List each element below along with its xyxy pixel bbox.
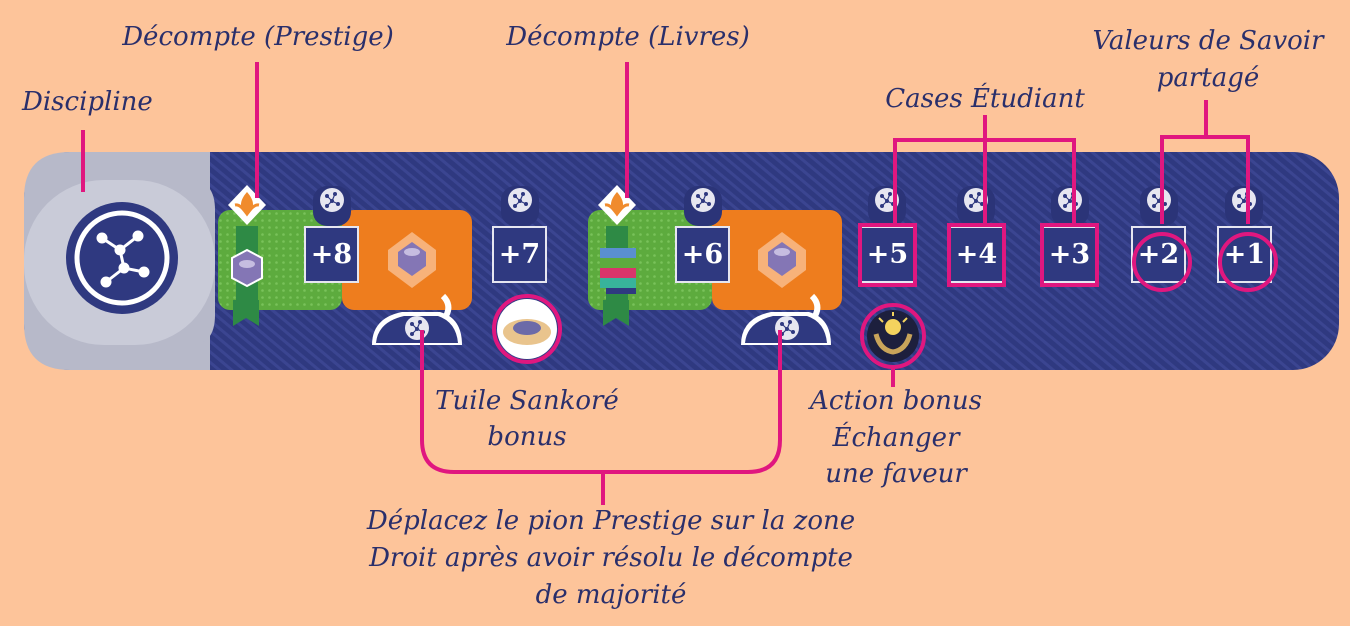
label-tuile-1: Tuile Sankoré bbox=[435, 386, 619, 416]
star-map-icon bbox=[501, 186, 539, 226]
label-deplacez-2: Droit après avoir résolu le décompte bbox=[369, 543, 853, 573]
value-box-8 bbox=[304, 226, 359, 283]
value-label-6: +6 bbox=[681, 239, 724, 270]
tile-icon bbox=[758, 232, 806, 288]
tile-icon bbox=[231, 248, 263, 288]
label-cases-etudiant: Cases Étudiant bbox=[885, 84, 1085, 114]
hands-light-icon bbox=[867, 310, 919, 362]
value-box-4 bbox=[949, 226, 1004, 283]
tile-icon bbox=[388, 232, 436, 288]
value-label-7: +7 bbox=[498, 239, 541, 270]
value-box-6 bbox=[675, 226, 730, 283]
star-map-icon bbox=[313, 186, 351, 226]
tile-icon bbox=[497, 299, 557, 359]
label-discipline: Discipline bbox=[22, 87, 153, 117]
label-action-3: une faveur bbox=[825, 459, 967, 489]
label-decompte-prestige: Décompte (Prestige) bbox=[122, 22, 394, 52]
callout-lines bbox=[81, 62, 1278, 505]
value-label-8: +8 bbox=[310, 239, 353, 270]
star-map-icon bbox=[957, 186, 995, 226]
star-map-icon bbox=[1140, 186, 1178, 226]
label-action-1: Action bonus bbox=[810, 386, 982, 416]
value-label-2: +2 bbox=[1137, 239, 1180, 270]
star-map-icon bbox=[684, 186, 722, 226]
label-tuile-2: bonus bbox=[487, 422, 567, 452]
value-label-5: +5 bbox=[866, 239, 909, 270]
star-map-icon bbox=[1225, 186, 1263, 226]
label-deplacez-1: Déplacez le pion Prestige sur la zone bbox=[366, 506, 856, 536]
star-map-icon bbox=[1051, 186, 1089, 226]
arrow-icon bbox=[372, 293, 462, 345]
discipline-emblem-icon bbox=[66, 202, 178, 314]
arrow-icon bbox=[741, 293, 831, 345]
star-map-icon bbox=[868, 186, 906, 226]
books-icon bbox=[600, 248, 636, 294]
value-label-4: +4 bbox=[955, 239, 998, 270]
label-valeurs-savoir-2: partagé bbox=[1156, 63, 1260, 93]
value-label-1: +1 bbox=[1223, 239, 1266, 270]
label-decompte-livres: Décompte (Livres) bbox=[506, 22, 750, 52]
label-deplacez-3: de majorité bbox=[535, 580, 687, 610]
label-valeurs-savoir-1: Valeurs de Savoir bbox=[1092, 26, 1324, 56]
value-label-3: +3 bbox=[1048, 239, 1091, 270]
value-box-7 bbox=[492, 226, 547, 283]
label-action-2: Échanger bbox=[832, 423, 960, 453]
